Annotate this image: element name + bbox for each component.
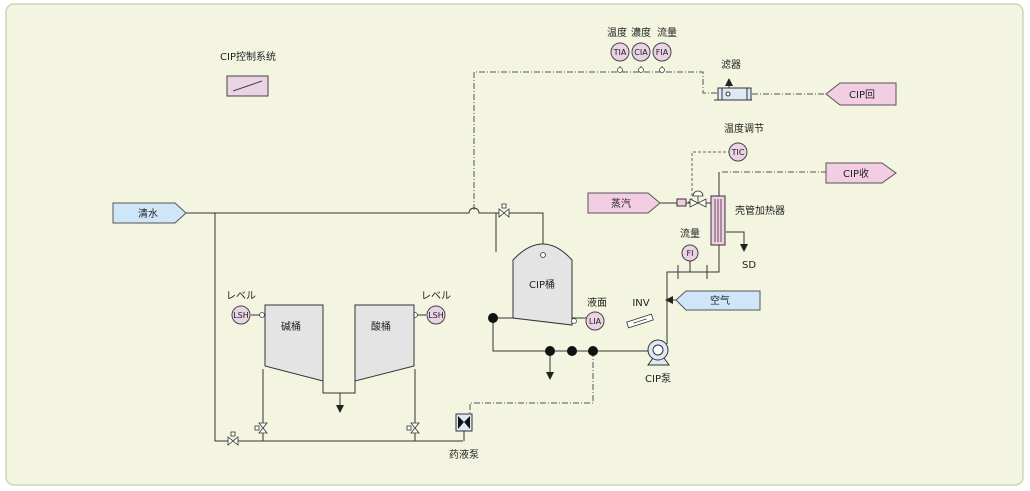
svg-text:LIA: LIA bbox=[589, 317, 602, 326]
cip-recover-tag: CIP收 bbox=[825, 162, 897, 184]
instrument-lia: LIA bbox=[571, 311, 605, 331]
steam-control-valve-icon bbox=[676, 190, 707, 208]
svg-text:TIC: TIC bbox=[731, 148, 745, 157]
instrument-group-label-conc: 濃度 bbox=[631, 26, 651, 39]
temp-control-label: 温度调节 bbox=[724, 122, 764, 135]
level-word-left: レベル bbox=[226, 290, 256, 302]
filter-icon bbox=[714, 87, 752, 101]
acid-tank bbox=[354, 304, 415, 382]
steam-tag: 蒸汽 bbox=[587, 192, 661, 214]
svg-text:清水: 清水 bbox=[138, 207, 158, 220]
inverter-icon bbox=[626, 313, 654, 329]
clean-water-tag: 清水 bbox=[112, 202, 187, 224]
instrument-lsh-right: LSH bbox=[412, 305, 446, 325]
svg-text:空气: 空气 bbox=[710, 294, 730, 307]
air-tag: 空气 bbox=[675, 290, 761, 311]
process-pipes bbox=[186, 78, 748, 442]
filter-label: 滤器 bbox=[721, 58, 741, 71]
cip-pump-label: CIP泵 bbox=[645, 373, 671, 385]
dosing-pump-icon bbox=[455, 413, 473, 441]
cip-return-tag: CIP回 bbox=[825, 82, 897, 106]
acid-tank-label: 酸桶 bbox=[371, 320, 391, 333]
instrument-cia: CIA bbox=[631, 42, 651, 73]
svg-text:蒸汽: 蒸汽 bbox=[611, 197, 631, 210]
alkali-tank-label: 碱桶 bbox=[281, 320, 301, 333]
valve-icons bbox=[227, 203, 510, 446]
instrument-group-label-temp: 温度 bbox=[607, 26, 627, 39]
pipe-junctions bbox=[488, 313, 598, 356]
heater-label: 壳管加热器 bbox=[735, 204, 785, 217]
level-label: 液面 bbox=[587, 296, 607, 309]
level-word-right: レベル bbox=[421, 290, 451, 302]
svg-text:CIP回: CIP回 bbox=[849, 89, 875, 101]
cip-control-panel-icon bbox=[226, 75, 269, 97]
cip-tank-label: CIP桶 bbox=[529, 278, 555, 291]
svg-text:CIP收: CIP收 bbox=[843, 167, 869, 180]
svg-text:FI: FI bbox=[687, 249, 694, 258]
instrument-group-label-flow: 流量 bbox=[657, 26, 677, 39]
instrument-fi: FI bbox=[681, 244, 699, 262]
svg-text:TIA: TIA bbox=[613, 48, 627, 57]
instrument-tia: TIA bbox=[610, 42, 630, 73]
svg-text:CIA: CIA bbox=[634, 48, 648, 57]
instrument-fia: FIA bbox=[652, 42, 672, 73]
flow-label: 流量 bbox=[680, 227, 700, 240]
svg-text:FIA: FIA bbox=[656, 48, 669, 57]
dosing-pump-label: 药液泵 bbox=[449, 448, 479, 461]
instrument-tic: TIC bbox=[728, 142, 748, 162]
inv-label: INV bbox=[632, 298, 649, 309]
tank-outlet-pipe bbox=[322, 381, 356, 394]
svg-text:LSH: LSH bbox=[428, 311, 444, 320]
sd-label: SD bbox=[742, 260, 756, 271]
shell-tube-heater-icon bbox=[710, 195, 726, 246]
cip-pump-icon bbox=[647, 339, 670, 366]
diagram-background bbox=[5, 3, 1024, 486]
cip-control-label: CIP控制系统 bbox=[220, 50, 276, 63]
instrument-lsh-left: LSH bbox=[231, 305, 265, 325]
svg-text:LSH: LSH bbox=[233, 311, 249, 320]
cip-tank bbox=[512, 243, 573, 326]
